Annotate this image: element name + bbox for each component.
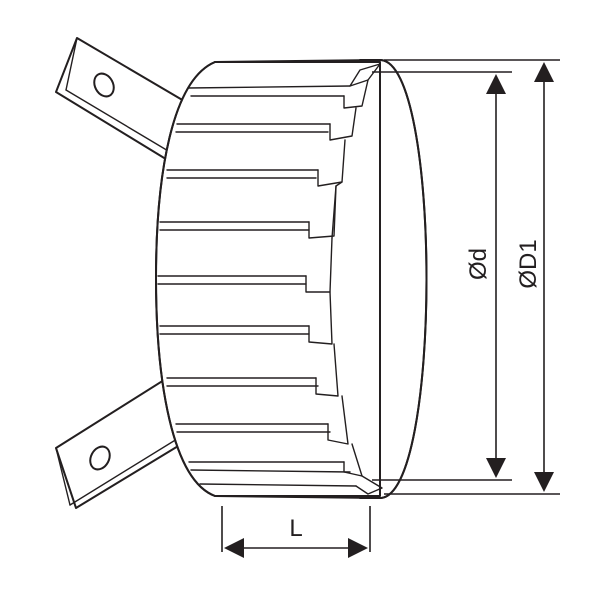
upper-tab-hole — [93, 72, 115, 98]
length-dimension: L — [224, 515, 368, 558]
inner-diameter-dimension: Ød — [465, 74, 506, 478]
lower-tab-hole — [89, 445, 111, 471]
collar-body — [155, 59, 428, 499]
arrow-left-icon — [224, 538, 244, 558]
arrow-up-icon — [534, 62, 554, 82]
outer-diameter-dimension: ØD1 — [515, 62, 554, 492]
lower-mounting-tab — [55, 374, 199, 509]
length-label: L — [289, 515, 302, 542]
collar-notches — [305, 63, 383, 495]
arrow-down-icon — [534, 472, 554, 492]
extension-lines — [221, 59, 560, 552]
outer-diameter-label: ØD1 — [515, 239, 542, 288]
collar-ribs — [157, 85, 357, 487]
inner-diameter-label: Ød — [465, 248, 492, 280]
collar-opening-rim — [379, 59, 428, 499]
arrow-down-icon — [486, 458, 506, 478]
arrow-up-icon — [486, 74, 506, 94]
arrow-right-icon — [348, 538, 368, 558]
